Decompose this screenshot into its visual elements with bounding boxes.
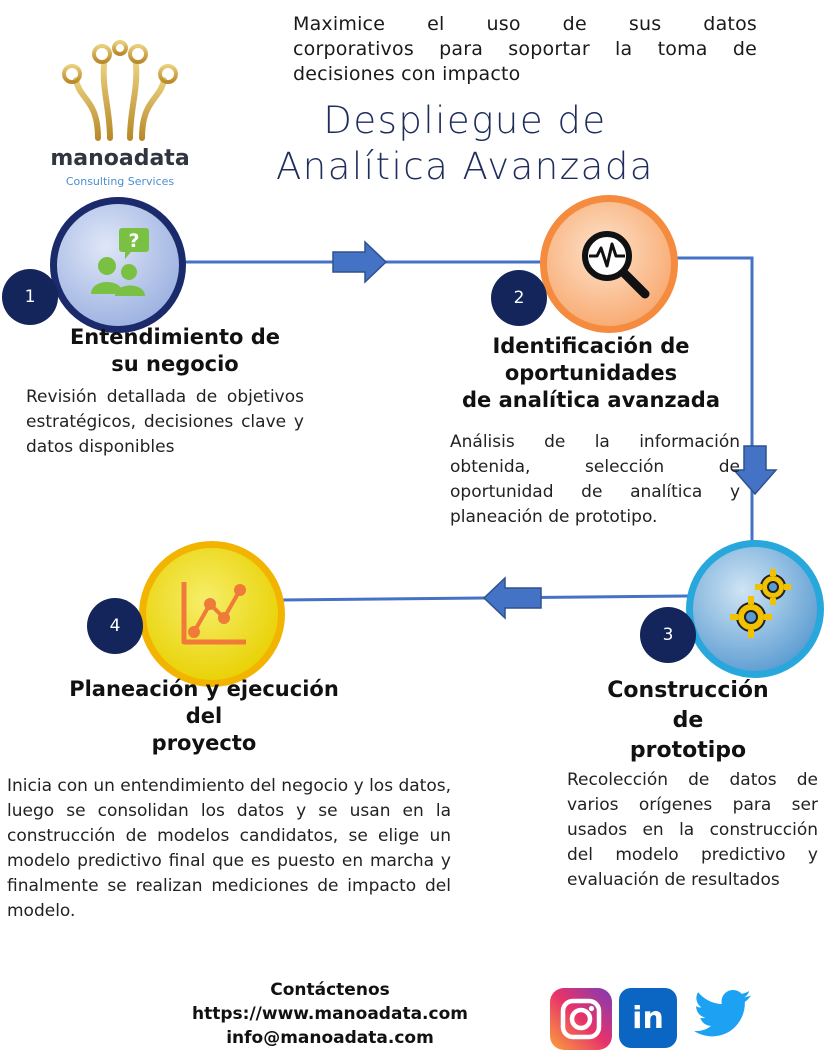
tagline-line-2: corporativos para soportar la toma de xyxy=(293,38,757,60)
instagram-icon[interactable] xyxy=(550,988,612,1050)
brand-subtitle: Consulting Services xyxy=(65,175,175,188)
contact-email-link[interactable]: info@manoadata.com xyxy=(226,1028,434,1048)
tagline-line-3: decisiones con impacto xyxy=(293,63,521,85)
step-2-heading-line: de analítica avanzada xyxy=(461,388,721,412)
step-1-description: Revisión detallada de objetivos estratég… xyxy=(26,387,304,457)
step-2-circle xyxy=(540,195,678,333)
tagline: Maximice el uso de sus datos corporativo… xyxy=(293,12,757,87)
step-1-heading-line: su negocio xyxy=(111,352,239,376)
people-question-icon: ? xyxy=(91,228,149,296)
step-4-heading-line: proyecto xyxy=(151,731,257,755)
step-3-circle xyxy=(686,540,824,678)
step-4-number: 4 xyxy=(87,598,143,654)
contact-label: Contáctenos xyxy=(270,980,390,1000)
arrow-left-icon xyxy=(482,576,542,620)
title-line-2: Analítica Avanzada xyxy=(276,145,654,188)
page-title: Despliegue de Analítica Avanzada xyxy=(250,98,680,190)
magnifier-pulse-icon xyxy=(582,231,650,299)
step-4-circle xyxy=(139,541,285,687)
step-3-heading-line: prototipo xyxy=(629,738,747,763)
step-3-heading: Construcción de prototipo xyxy=(570,676,806,766)
svg-text:?: ? xyxy=(128,230,139,252)
step-2-description: Análisis de la información obtenida, sel… xyxy=(450,432,740,527)
step-1-number: 1 xyxy=(2,269,58,325)
step-2-heading-line: Identificación de xyxy=(492,334,690,358)
step-4-heading-line: Planeación y ejecución xyxy=(69,677,339,701)
step-3-description: Recolección de datos de varios orígenes … xyxy=(567,770,818,890)
step-1-heading: Entendimiento de su negocio xyxy=(40,324,310,378)
title-line-1: Despliegue de xyxy=(323,99,607,142)
tagline-line-1: Maximice el uso de sus datos xyxy=(293,13,757,35)
step-4-heading-line: del xyxy=(185,704,223,728)
contact-block: Contáctenos https://www.manoadata.com in… xyxy=(160,978,500,1050)
step-2-number: 2 xyxy=(491,270,547,326)
linkedin-icon[interactable]: in xyxy=(619,988,677,1048)
manoadata-logo-icon xyxy=(62,40,178,141)
linkedin-text: in xyxy=(632,1000,664,1036)
arrow-down-icon xyxy=(732,445,778,496)
arrow-right-icon xyxy=(332,240,388,284)
step-3-heading-line: Construcción xyxy=(607,678,769,703)
step-4-heading: Planeación y ejecución del proyecto xyxy=(54,676,354,757)
step-2-heading: Identificación de oportunidades de analí… xyxy=(440,333,742,414)
twitter-icon[interactable] xyxy=(694,990,752,1038)
step-2-heading-line: oportunidades xyxy=(504,361,678,385)
line-chart-icon xyxy=(181,582,246,645)
step-4-description: Inicia con un entendimiento del negocio … xyxy=(7,776,451,921)
step-3-number: 3 xyxy=(640,607,696,663)
step-1-heading-line: Entendimiento de xyxy=(69,325,281,349)
gears-icon xyxy=(730,569,791,638)
contact-website-link[interactable]: https://www.manoadata.com xyxy=(192,1004,468,1024)
step-3-heading-line: de xyxy=(672,708,704,733)
brand-name: manoadata xyxy=(50,146,190,171)
step-1-circle: ? xyxy=(50,197,186,333)
